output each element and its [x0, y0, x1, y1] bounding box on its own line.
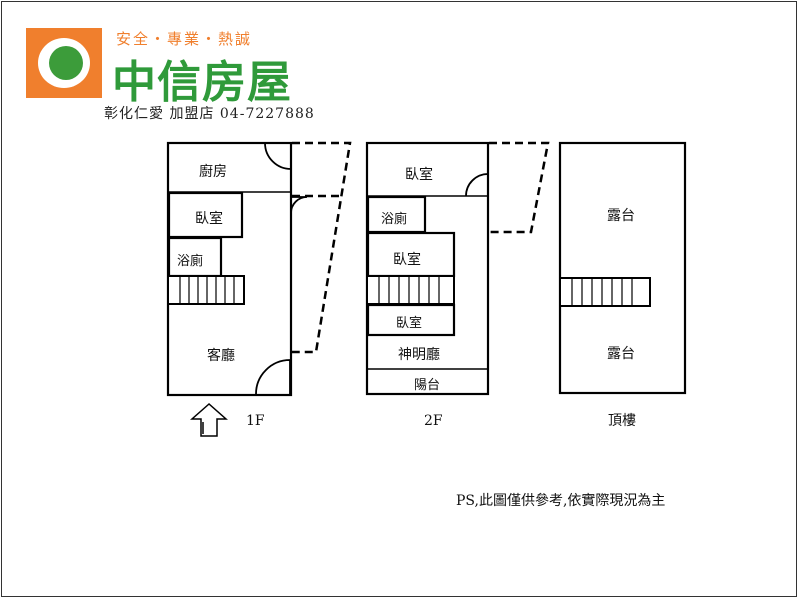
room-living: 客廳	[207, 348, 235, 364]
door-arc-icon	[290, 196, 308, 214]
floor-2-label: 2F	[424, 413, 443, 429]
door-arc-icon	[264, 142, 292, 170]
floor-1-plan	[166, 141, 352, 437]
roof-outline	[558, 141, 687, 395]
roof-plan	[558, 141, 687, 395]
slogan: 安全・專業・熱誠	[116, 30, 253, 48]
room-2f-bedroom-small: 臥室	[396, 316, 423, 331]
branch-info: 彰化仁愛 加盟店 04-7227888	[104, 106, 315, 122]
room-balcony: 陽台	[414, 378, 441, 393]
floor-2-plan	[365, 141, 550, 396]
room-2f-bathroom: 浴廁	[381, 212, 408, 227]
company-logo	[26, 28, 102, 98]
roof-stair	[559, 277, 651, 307]
roof-label: 頂樓	[608, 413, 636, 429]
room-2f-bedroom-mid: 臥室	[393, 252, 421, 268]
entrance-arrow-icon	[190, 402, 228, 437]
room-1f-bathroom: 浴廁	[177, 254, 204, 269]
floor-1-dashed-annex	[292, 141, 352, 354]
floor-2-bedroom-small-wall	[366, 303, 456, 337]
floor-2-stair	[366, 275, 455, 305]
room-1f-bedroom: 臥室	[195, 211, 223, 227]
room-terrace-bottom: 露台	[607, 346, 635, 362]
room-shrine-hall: 神明廳	[398, 347, 440, 363]
room-terrace-top: 露台	[607, 208, 635, 224]
floor-1-stair	[167, 275, 245, 305]
door-arc-icon	[465, 173, 489, 197]
disclaimer-note: PS,此圖僅供參考,依實際現況為主	[456, 493, 666, 509]
globe-icon	[49, 46, 83, 80]
room-2f-bedroom-top: 臥室	[405, 167, 433, 183]
floor-1-label: 1F	[246, 413, 265, 429]
room-kitchen: 廚房	[199, 164, 227, 180]
floor-2-dashed-annex	[489, 141, 550, 234]
brand-name: 中信房屋	[112, 57, 292, 108]
door-arc-icon	[255, 359, 291, 395]
